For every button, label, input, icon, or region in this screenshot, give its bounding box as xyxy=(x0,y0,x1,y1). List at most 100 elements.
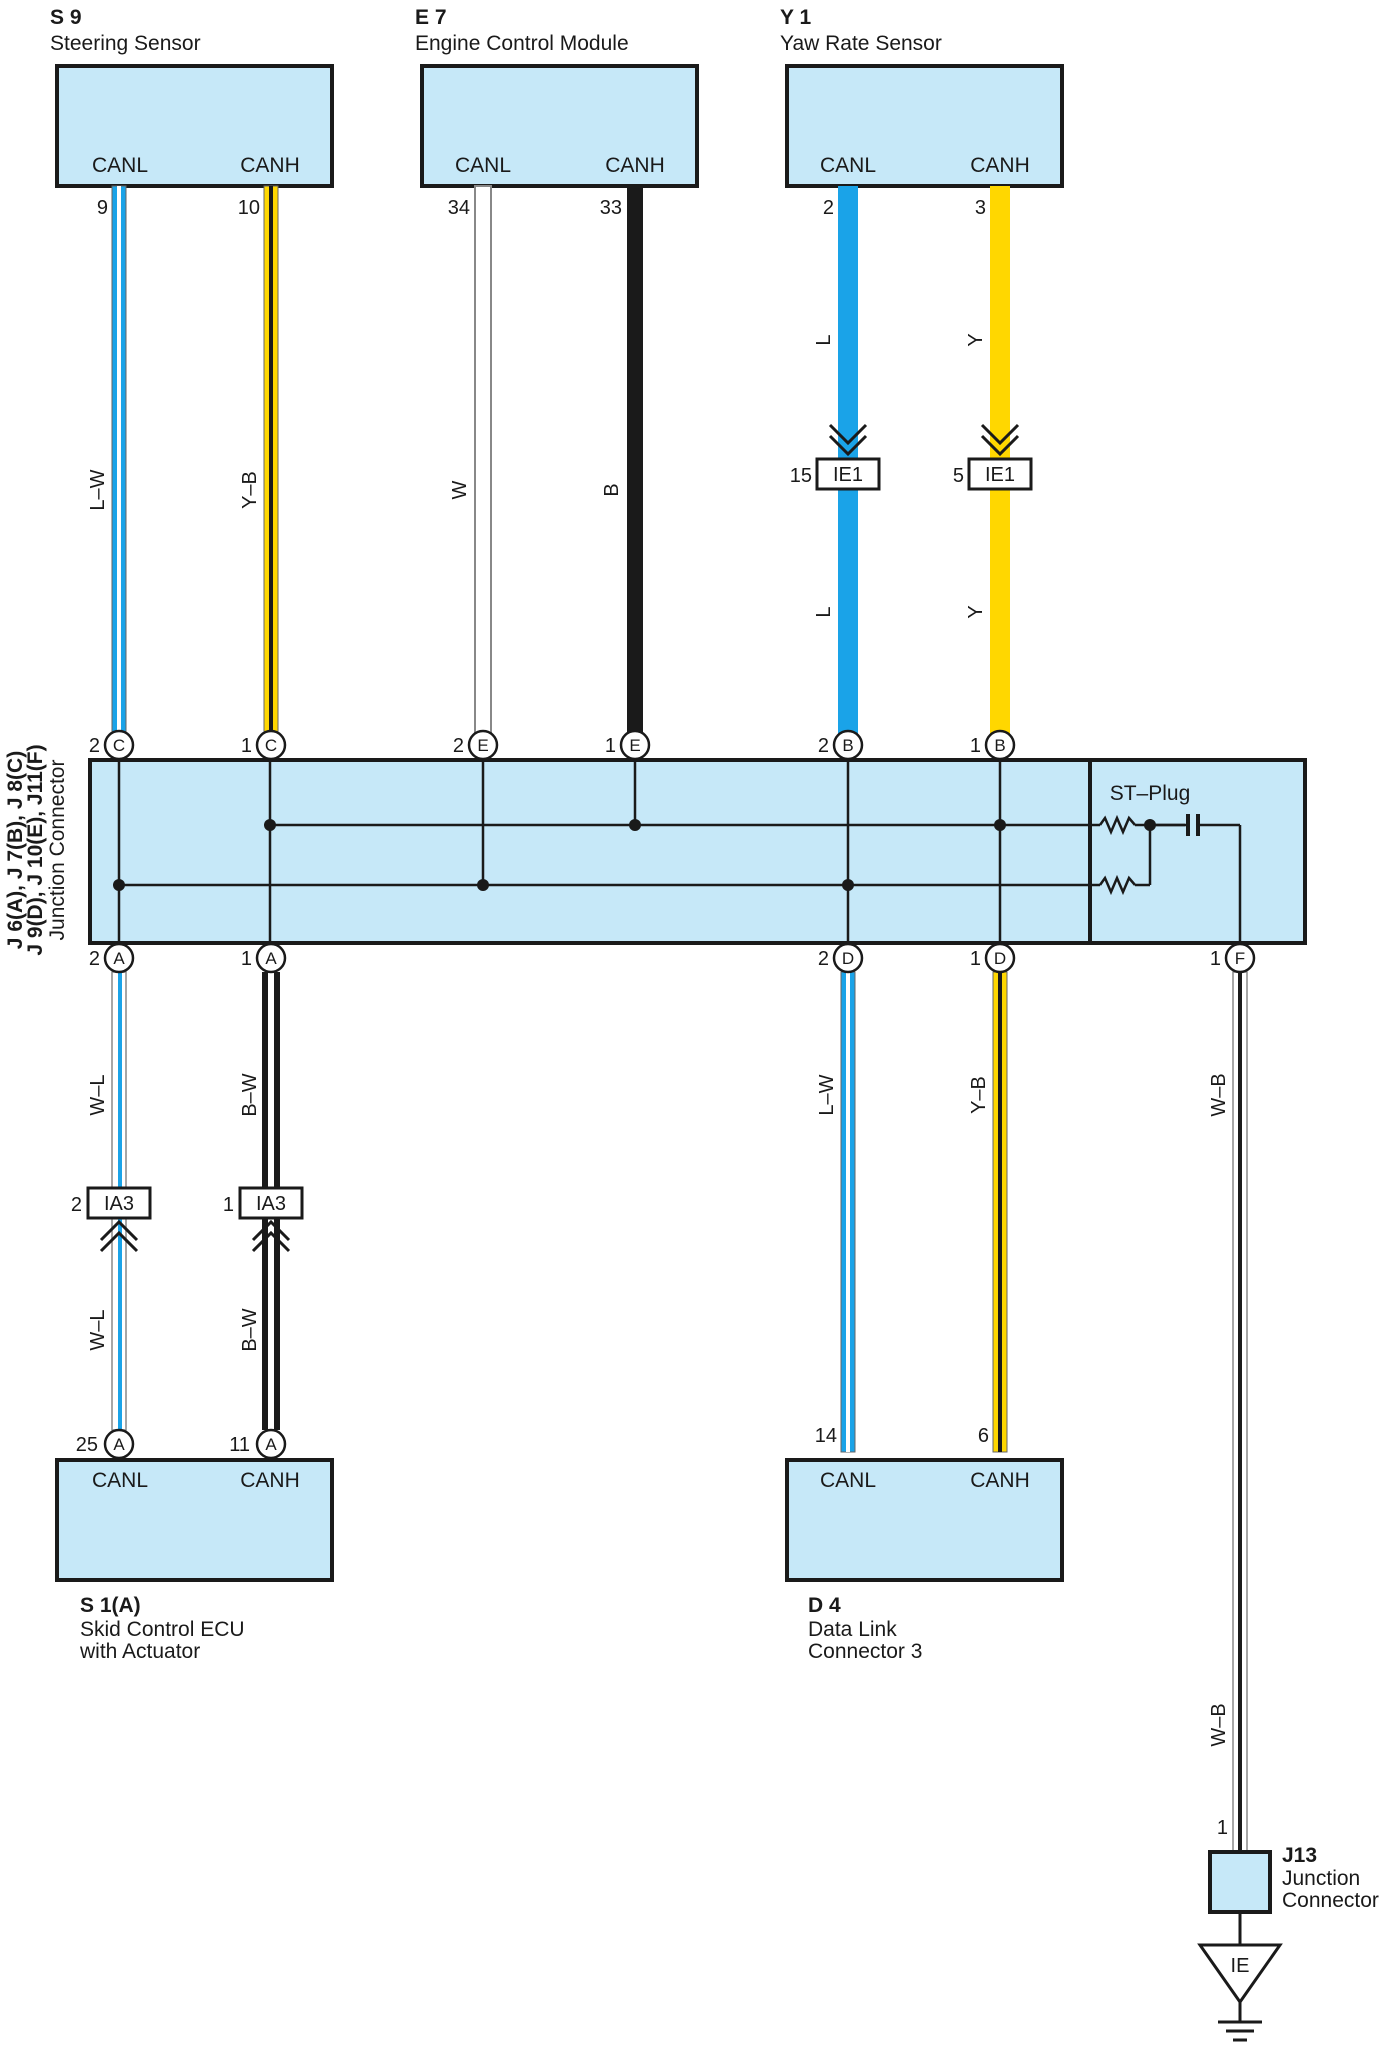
pin-label-canh: CANH xyxy=(605,154,665,177)
inline-connector-pin: 15 xyxy=(790,465,812,487)
pin-letter: F xyxy=(1235,949,1245,968)
pin-label-canl: CANL xyxy=(92,154,148,177)
pin-number: 25 xyxy=(76,1434,98,1456)
component-code: D 4 xyxy=(808,1594,841,1617)
wire-d4-canl[interactable]: L–W 14 xyxy=(815,971,856,1453)
wire-color-code: W–B xyxy=(1208,1703,1230,1746)
wire-stripe xyxy=(998,972,1002,1452)
wire-color-code: L–W xyxy=(87,469,109,510)
pin-number: 1 xyxy=(241,735,252,757)
wire-color-code: Y xyxy=(965,605,987,618)
junction-pin[interactable]: D 1 xyxy=(970,942,1016,974)
junction-code-line2: J 9(D), J 10(E), J11(F) xyxy=(24,744,47,955)
pin-number: 14 xyxy=(815,1425,837,1447)
junction-bottom-pins: A 2 A 1 D 2 D 1 F 1 xyxy=(89,942,1256,974)
junction-pin[interactable]: B 1 xyxy=(970,729,1016,761)
wire-stripe xyxy=(1238,972,1242,1852)
inline-connector-box xyxy=(86,1186,152,1220)
wire-color-code: W–B xyxy=(1208,1073,1230,1116)
pin-letter: C xyxy=(265,736,277,755)
wire-color-code: L xyxy=(813,606,835,617)
resistor-icon xyxy=(1098,874,1136,896)
junction-pin[interactable]: F 1 xyxy=(1210,942,1256,974)
wire-color-code: Y xyxy=(965,333,987,346)
junction-top-pins: C 2 C 1 E 2 E 1 B 2 B 1 xyxy=(89,729,1016,761)
wire-color-code: Y–B xyxy=(239,471,261,509)
pin-number: 2 xyxy=(818,948,829,970)
wire-stripe xyxy=(117,186,121,736)
junction-connector[interactable]: ST–Plug J 6(A), J 7(B), J 8(C) J 9(D), J… xyxy=(4,744,1307,956)
pin-label-canl: CANL xyxy=(92,1469,148,1492)
pin-number: 2 xyxy=(823,197,834,219)
component-box xyxy=(785,64,1064,188)
component-box xyxy=(55,64,334,188)
pin-letter: E xyxy=(629,736,640,755)
connector-chevron xyxy=(980,434,1020,457)
ground-triangle-icon xyxy=(1197,1943,1283,2005)
inline-connector-label: IA3 xyxy=(104,1193,134,1215)
wire-d4-canh[interactable]: Y–B 6 xyxy=(968,971,1008,1453)
pin-letter: C xyxy=(113,736,125,755)
component-j13[interactable]: J13 Junction Connector xyxy=(1208,1844,1379,1914)
connector-chevron xyxy=(828,423,868,446)
component-name: Data Link xyxy=(808,1618,897,1641)
wire-s1-canl[interactable]: W–L W–L IA3 2 xyxy=(71,971,152,1431)
splice-dots xyxy=(113,819,1156,891)
pin-number: 1 xyxy=(970,735,981,757)
pin-number: 2 xyxy=(453,735,464,757)
pin-letter: A xyxy=(113,949,125,968)
wire-color-code: L–W xyxy=(816,1074,838,1115)
connector-chevron xyxy=(99,1230,139,1253)
pin-letter: B xyxy=(994,736,1005,755)
junction-pin[interactable]: E 2 xyxy=(453,729,499,761)
st-plug-label: ST–Plug xyxy=(1110,782,1191,805)
component-name: Connector xyxy=(1282,1889,1379,1912)
junction-code-line1: J 6(A), J 7(B), J 8(C) xyxy=(4,751,27,949)
pin-number: 1 xyxy=(605,735,616,757)
internal-bus xyxy=(117,760,1242,943)
component-code: S 9 xyxy=(50,6,82,29)
component-d4[interactable]: CANL CANH D 4 Data Link Connector 3 xyxy=(785,1458,1064,1663)
component-y1[interactable]: Y 1 Yaw Rate Sensor CANL CANH xyxy=(780,6,1064,188)
wire-stripe xyxy=(846,972,850,1452)
junction-pin[interactable]: A 1 xyxy=(241,942,287,974)
component-code: S 1(A) xyxy=(80,1594,141,1617)
wire-ground[interactable]: W–B W–B 1 xyxy=(1208,971,1248,1853)
pin-letter: A xyxy=(113,1435,125,1454)
component-code: E 7 xyxy=(415,6,447,29)
connector-chevron xyxy=(251,1219,291,1242)
wire-color-code: L xyxy=(813,334,835,345)
resistor-icon xyxy=(1098,814,1136,836)
wire-s9-canl[interactable]: 9 L–W xyxy=(87,185,127,737)
component-pin: A 11 xyxy=(229,1428,287,1460)
junction-pin[interactable]: E 1 xyxy=(605,729,651,761)
wire-s9-canh[interactable]: 10 Y–B xyxy=(238,185,279,737)
wire-e7-canl[interactable]: 34 W xyxy=(448,185,492,737)
wire-color-code: W–L xyxy=(87,1074,109,1115)
component-s9[interactable]: S 9 Steering Sensor CANL CANH xyxy=(50,6,334,188)
inline-connector-pin: 1 xyxy=(223,1194,234,1216)
wire-y1-canl[interactable]: 2 L L IE1 15 xyxy=(790,186,881,736)
wire-body xyxy=(627,186,643,736)
wire-y1-canh[interactable]: 3 Y Y IE1 5 xyxy=(953,186,1033,736)
component-code: Y 1 xyxy=(780,6,811,29)
pin-label-canh: CANH xyxy=(240,154,300,177)
component-e7[interactable]: E 7 Engine Control Module CANL CANH xyxy=(415,6,699,188)
junction-pin[interactable]: D 2 xyxy=(818,942,864,974)
component-box xyxy=(420,64,699,188)
inline-connector-label: IE1 xyxy=(833,464,863,486)
connector-chevron xyxy=(828,434,868,457)
component-box xyxy=(785,1458,1064,1582)
wire-s1-canh[interactable]: B–W B–W IA3 1 xyxy=(223,972,304,1430)
pin-letter: A xyxy=(265,949,277,968)
component-s1[interactable]: A 25 A 11 CANL CANH S 1(A) Skid Control … xyxy=(55,1428,334,1663)
junction-name: Junction Connector xyxy=(46,760,69,941)
wire-e7-canh[interactable]: 33 B xyxy=(600,186,643,736)
junction-pin[interactable]: C 2 xyxy=(89,729,135,761)
pin-number: 3 xyxy=(975,197,986,219)
junction-pin[interactable]: C 1 xyxy=(241,729,287,761)
junction-pin[interactable]: B 2 xyxy=(818,729,864,761)
junction-pin[interactable]: A 2 xyxy=(89,942,135,974)
component-name: Yaw Rate Sensor xyxy=(780,32,942,55)
connector-chevron xyxy=(251,1230,291,1253)
